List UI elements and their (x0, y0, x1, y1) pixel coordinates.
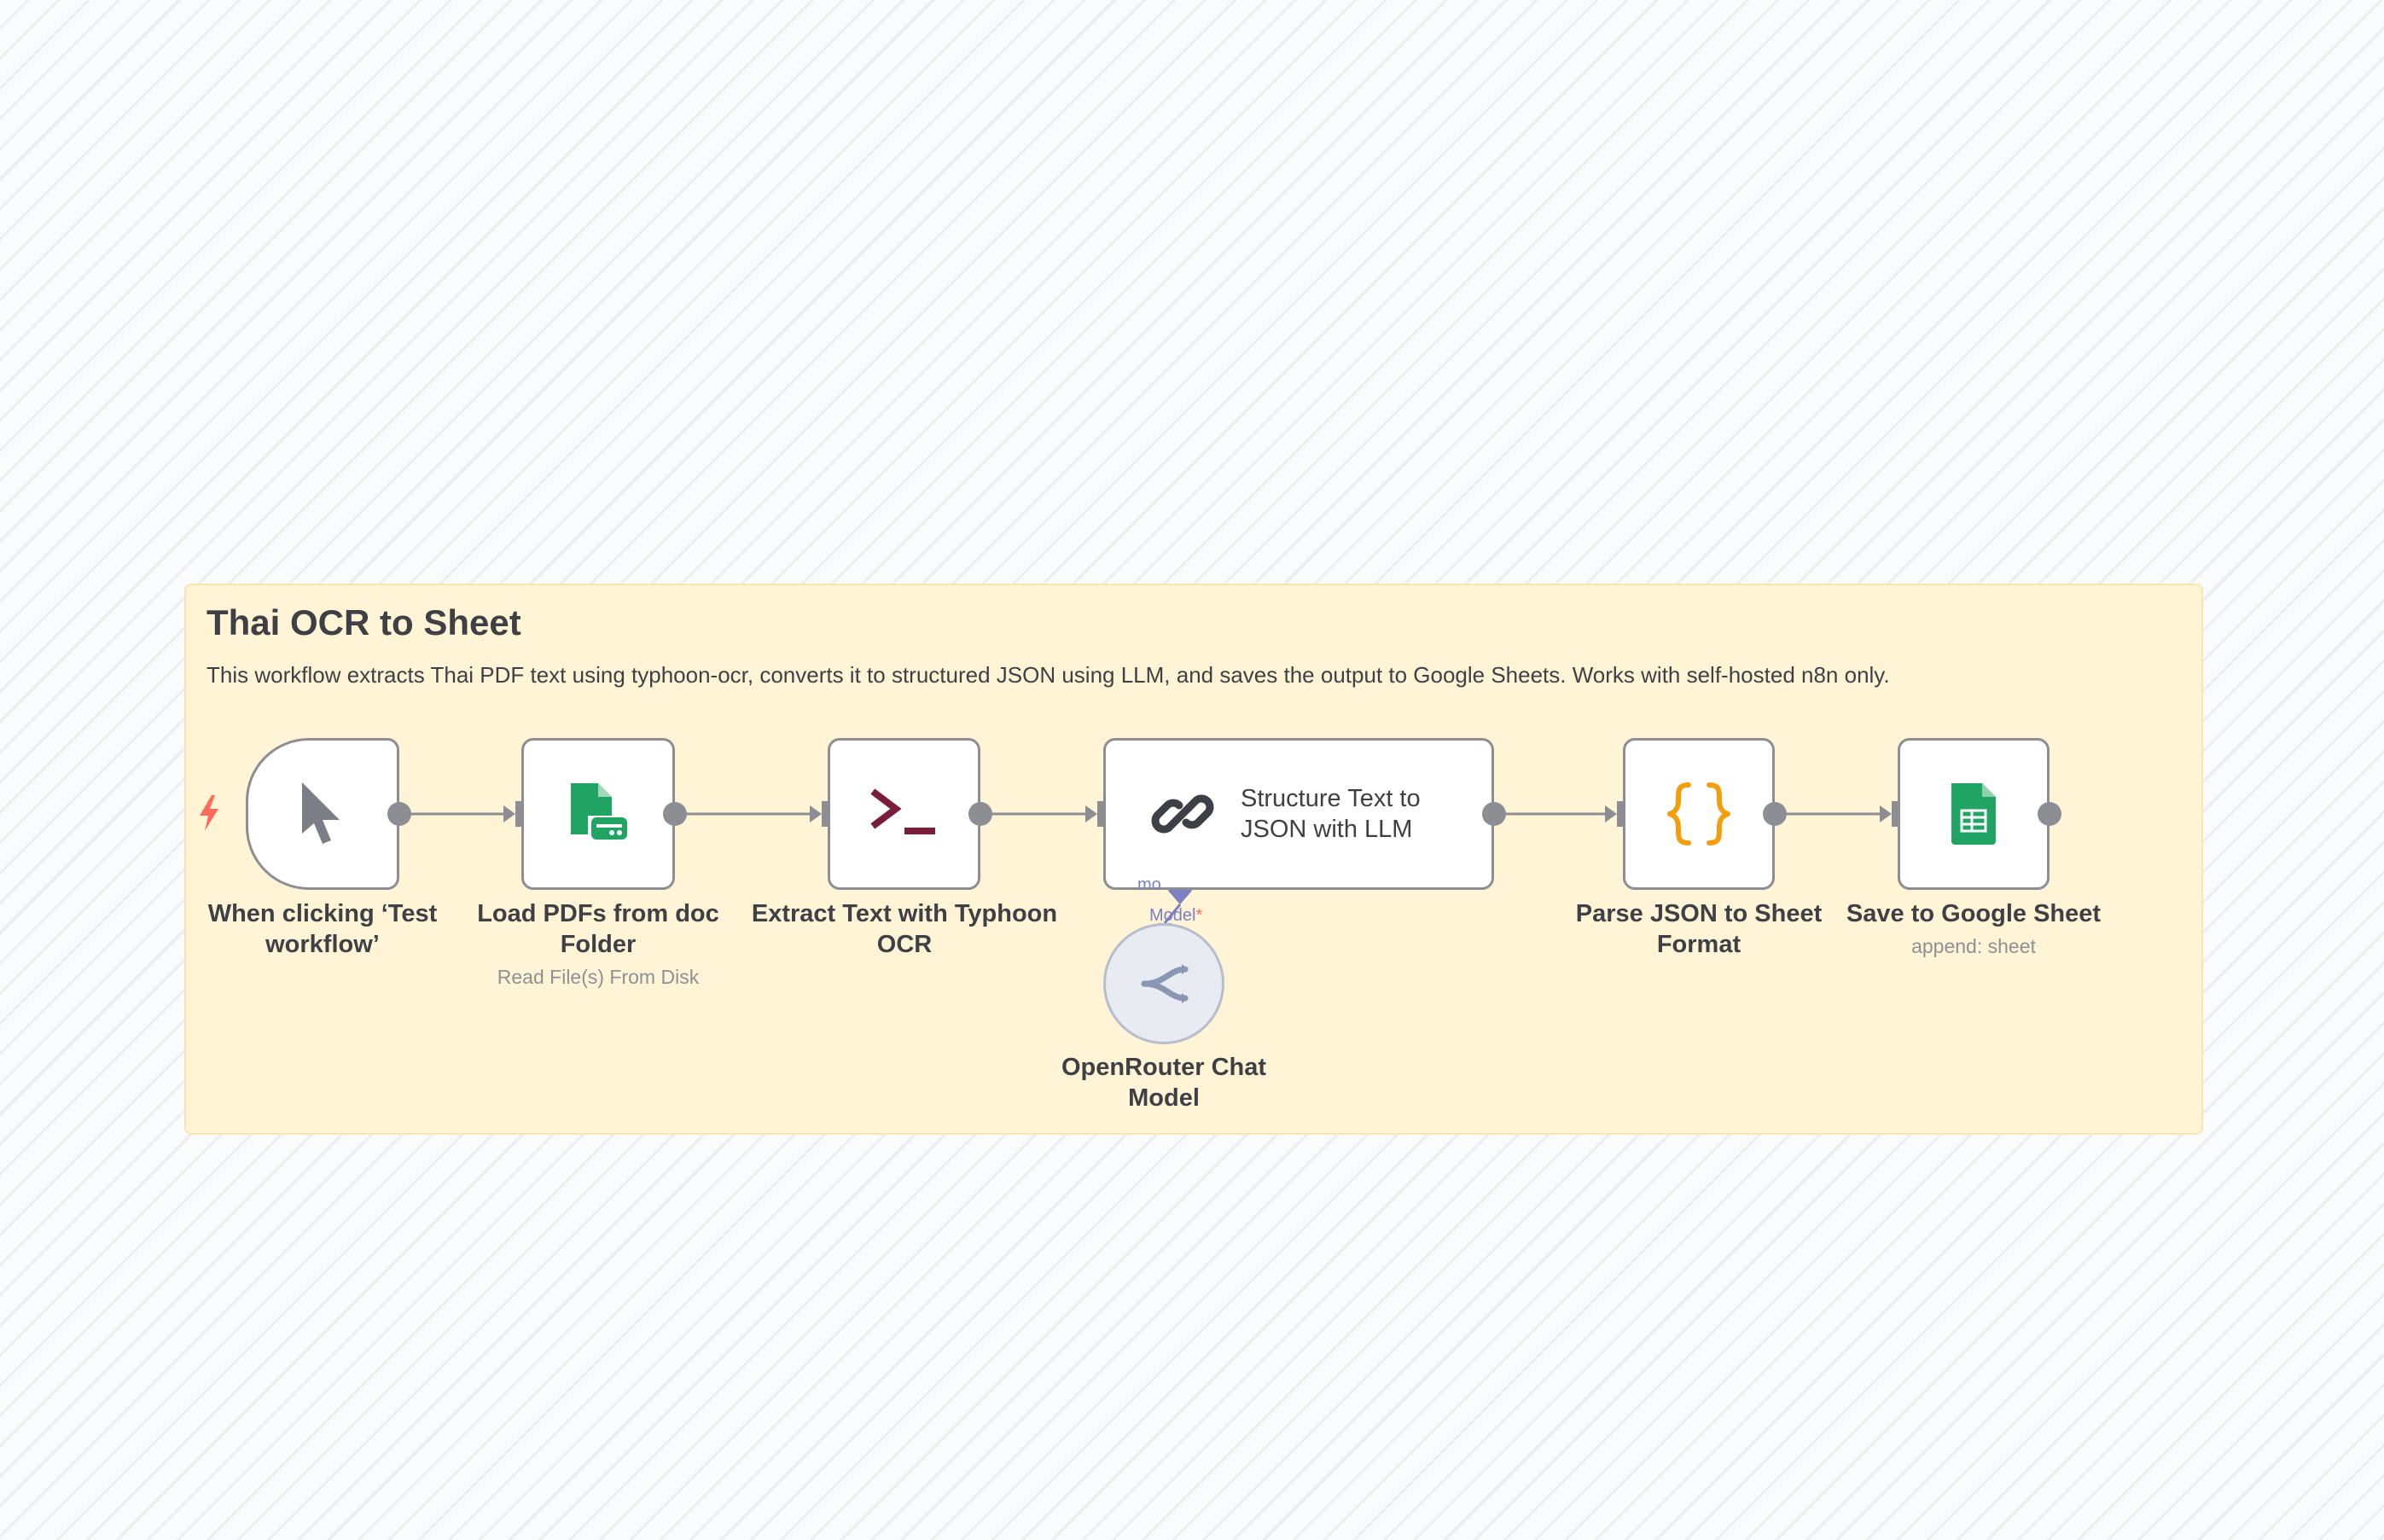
connection-model (1163, 904, 1182, 924)
sticky-title: Thai OCR to Sheet (206, 602, 521, 642)
arrow-head (503, 805, 515, 822)
output-port[interactable] (2038, 802, 2061, 826)
output-port[interactable] (1482, 802, 1506, 826)
model-connection-partial-label: mo (1137, 875, 1161, 894)
node-load-pdfs[interactable] (521, 738, 675, 890)
arrow-head (810, 805, 822, 822)
pointer-icon (299, 781, 346, 847)
code-braces-icon (1665, 780, 1733, 848)
node-openrouter-chat-model[interactable] (1103, 923, 1224, 1044)
node-subtitle: Read File(s) From Disk (497, 966, 700, 988)
chain-link-icon (1150, 782, 1215, 846)
node-structure-llm[interactable]: Structure Text to JSON with LLM (1103, 738, 1494, 890)
node-subtitle: append: sheet (1911, 935, 2036, 957)
required-marker: * (1195, 906, 1203, 925)
arrow-head (1880, 805, 1892, 822)
output-port[interactable] (968, 802, 992, 826)
arrow-head (1085, 805, 1097, 822)
model-connection-label: Model* (1149, 906, 1203, 925)
node-label: Extract Text with Typhoon OCR (751, 900, 1058, 958)
output-port[interactable] (663, 802, 687, 826)
file-disk-icon (566, 782, 631, 846)
node-save-google-sheet[interactable] (1898, 738, 2050, 890)
node-label: OpenRouter Chat Model (1061, 1054, 1267, 1112)
node-label: When clicking ‘Test workflow’ (207, 900, 438, 958)
node-label: Load PDFs from doc Folder (477, 900, 719, 958)
openrouter-icon (1139, 964, 1189, 1003)
node-extract-text[interactable] (828, 738, 980, 890)
google-sheets-icon (1948, 782, 1999, 846)
node-label: Save to Google Sheet (1846, 900, 2102, 927)
sticky-description: This workflow extracts Thai PDF text usi… (206, 662, 1890, 688)
trigger-bolt-icon (196, 793, 222, 833)
node-label: Structure Text to JSON with LLM (1241, 785, 1421, 843)
arrow-head (1605, 805, 1617, 822)
sticky-note[interactable]: Thai OCR to Sheet This workflow extracts… (184, 584, 2203, 1135)
node-parse-json[interactable] (1623, 738, 1775, 890)
node-manual-trigger[interactable] (246, 738, 399, 890)
node-label: Parse JSON to Sheet Format (1575, 900, 1823, 958)
terminal-icon (869, 788, 939, 840)
output-port[interactable] (1763, 802, 1787, 826)
output-port[interactable] (387, 802, 411, 826)
